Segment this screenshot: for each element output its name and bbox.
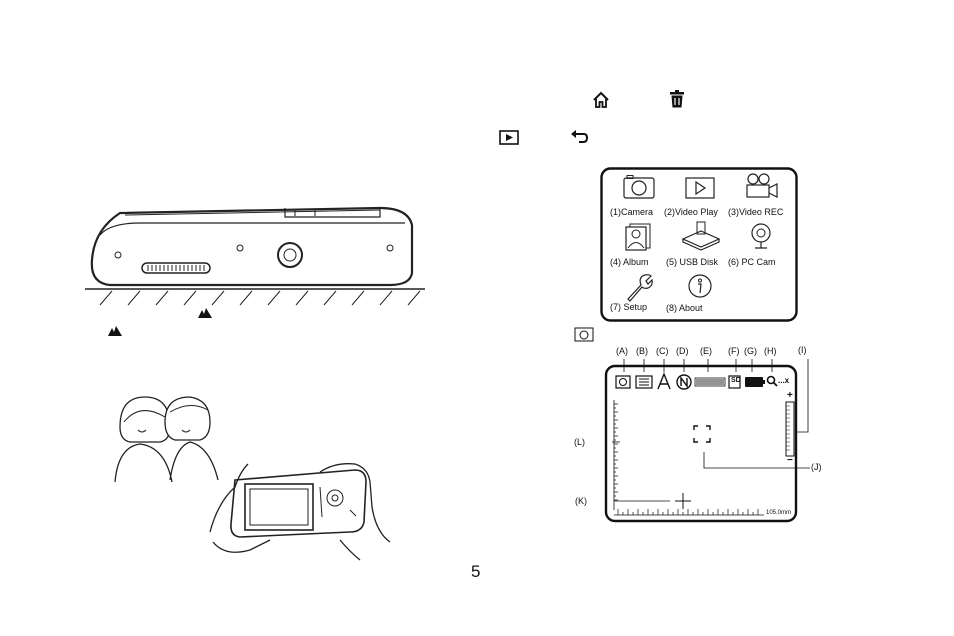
callout-j: (J) xyxy=(811,462,822,472)
album-icon xyxy=(625,223,651,251)
device-side-illustration xyxy=(85,206,425,306)
macro-mountain-icon xyxy=(108,326,122,336)
callout-b: (B) xyxy=(636,346,648,356)
home-icon xyxy=(593,91,609,108)
menu-item-video-rec: (3)Video REC xyxy=(728,207,784,217)
page-number: 5 xyxy=(471,562,481,581)
video-play-icon xyxy=(685,177,715,199)
callout-h: (H) xyxy=(764,346,777,356)
callout-f: (F) xyxy=(728,346,740,356)
zoom-plus-label: + xyxy=(787,390,793,401)
menu-item-pc-cam: (6) PC Cam xyxy=(728,257,776,267)
menu-item-usb-disk: (5) USB Disk xyxy=(666,257,719,267)
menu-item-setup: (7) Setup xyxy=(610,302,648,312)
viewfinder-screen xyxy=(604,359,810,523)
people-photo-illustration xyxy=(114,396,391,561)
back-arrow-icon xyxy=(571,130,589,143)
callout-l: (L) xyxy=(574,437,585,447)
callout-k: (K) xyxy=(575,496,587,506)
callout-i: (I) xyxy=(798,345,807,355)
trash-icon xyxy=(670,90,684,108)
info-icon xyxy=(688,274,712,298)
webcam-icon xyxy=(751,223,771,249)
landscape-mountain-icon xyxy=(198,308,212,318)
camera-mode-icon xyxy=(574,327,594,342)
menu-item-about: (8) About xyxy=(666,303,703,313)
wrench-icon xyxy=(627,274,653,302)
zoom-suffix-label: ...x xyxy=(778,376,790,385)
callout-c: (C) xyxy=(656,346,669,356)
callout-d: (D) xyxy=(676,346,689,356)
callout-a: (A) xyxy=(616,346,628,356)
zoom-minus-label: − xyxy=(787,455,793,466)
callout-e: (E) xyxy=(700,346,712,356)
menu-item-album: (4) Album xyxy=(610,257,649,267)
menu-item-camera: (1)Camera xyxy=(610,207,654,217)
playback-icon xyxy=(499,130,519,145)
callout-g: (G) xyxy=(744,346,757,356)
camera-icon xyxy=(623,175,655,199)
video-camera-icon xyxy=(746,173,778,198)
ruler-value-label: 105.0mm xyxy=(766,510,792,516)
sd-card-label: SD xyxy=(731,377,741,384)
menu-item-video-play: (2)Video Play xyxy=(664,207,718,217)
usb-disk-icon xyxy=(681,221,721,251)
